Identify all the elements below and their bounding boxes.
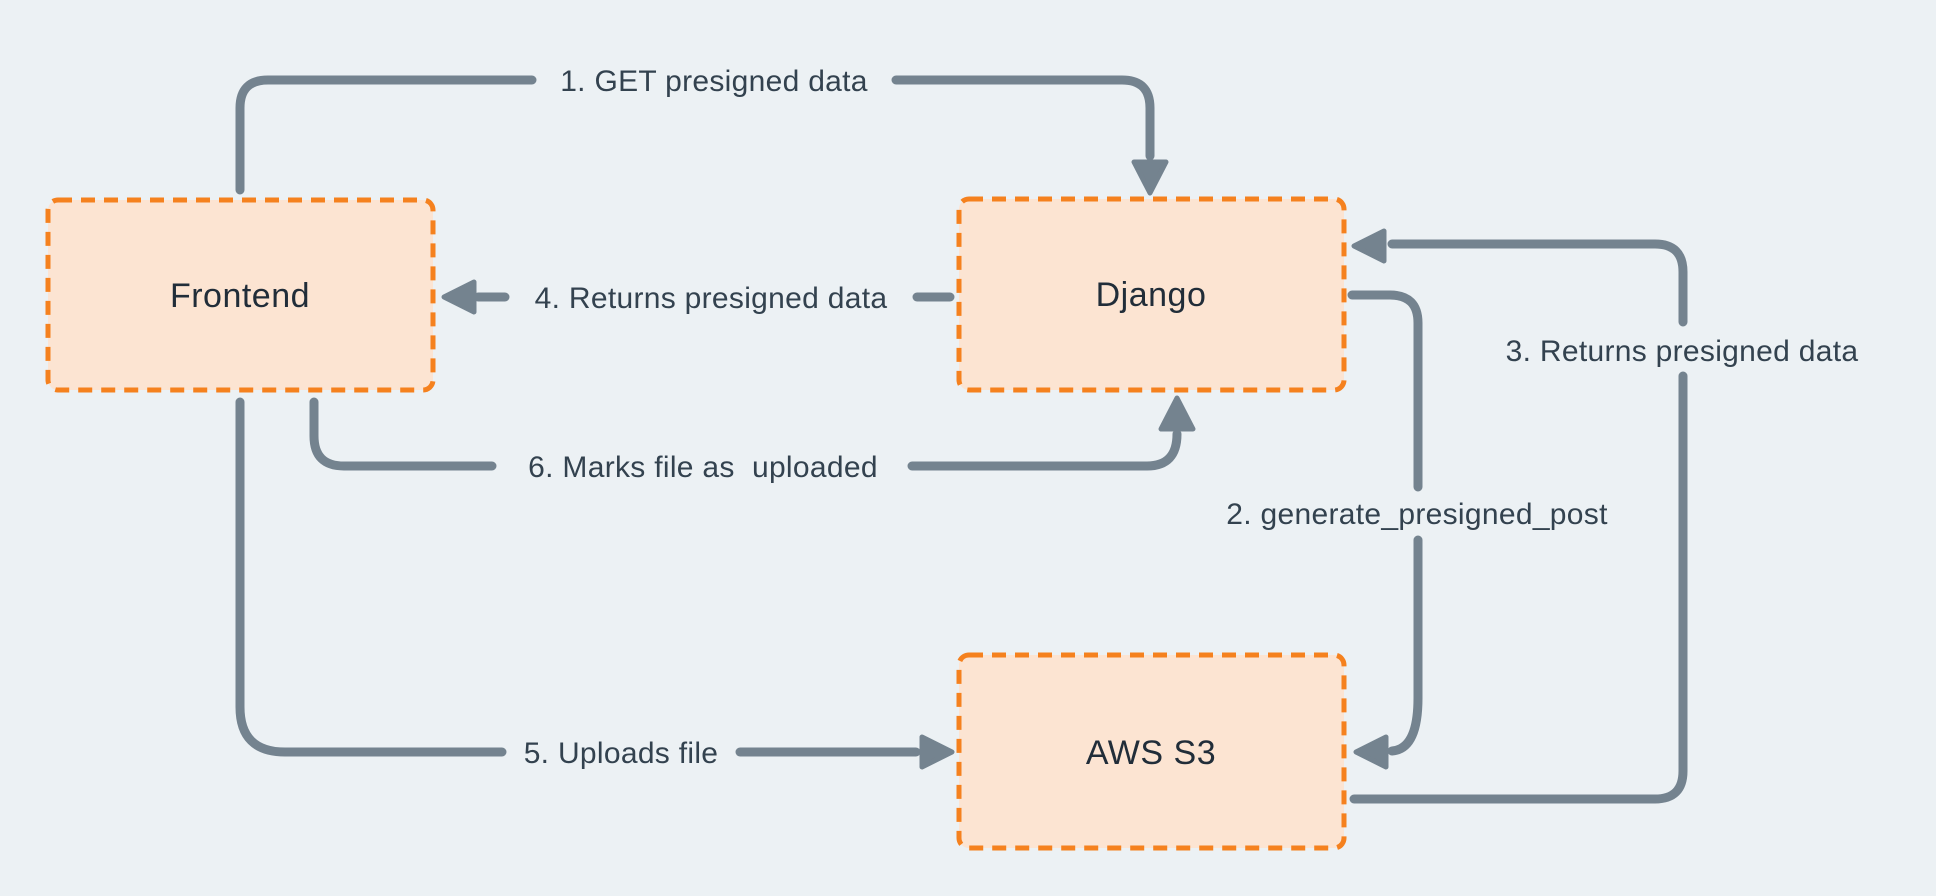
edge-1-line-start	[235, 75, 537, 195]
edge-labels: 1. GET presigned data 2. generate_presig…	[524, 65, 1859, 770]
edge-6-label: 6. Marks file as uploaded	[528, 451, 878, 484]
node-aws-s3-label: AWS S3	[1086, 734, 1216, 772]
node-django-box	[956, 196, 1347, 393]
arrowhead-down-icon	[1131, 159, 1169, 196]
node-aws-s3-box	[956, 652, 1347, 851]
edge-2-line-start	[1347, 290, 1423, 492]
edge-5-line-start	[235, 397, 507, 757]
edge-1-line-end	[891, 75, 1155, 161]
edge-lines	[235, 75, 1688, 804]
arrowhead-right-icon	[919, 734, 955, 770]
node-django: Django	[956, 196, 1347, 393]
arrowhead-left-icon	[441, 279, 477, 315]
edge-3-line-start	[1349, 371, 1688, 804]
edge-3-label: 3. Returns presigned data	[1506, 335, 1859, 368]
nodes: Frontend Django AWS S3	[45, 196, 1347, 851]
arrowhead-left-into-django-icon	[1351, 228, 1387, 264]
node-aws-s3: AWS S3	[956, 652, 1347, 851]
arrowhead-left-into-s3-icon	[1353, 734, 1389, 770]
arrowheads	[441, 159, 1389, 770]
arrowhead-up-icon	[1158, 395, 1196, 432]
edge-5-label: 5. Uploads file	[524, 737, 719, 770]
node-django-label: Django	[1096, 276, 1207, 314]
edge-6-line-end	[907, 429, 1182, 471]
node-frontend-label: Frontend	[170, 277, 310, 315]
node-frontend-box	[45, 197, 436, 393]
edge-4-label: 4. Returns presigned data	[535, 282, 888, 315]
edge-6-line-start	[309, 397, 497, 471]
edge-2-line-end	[1387, 535, 1423, 756]
node-frontend: Frontend	[45, 197, 436, 393]
edge-1-label: 1. GET presigned data	[560, 65, 868, 98]
edge-3-line-end	[1387, 239, 1688, 327]
edge-2-label: 2. generate_presigned_post	[1226, 498, 1608, 531]
